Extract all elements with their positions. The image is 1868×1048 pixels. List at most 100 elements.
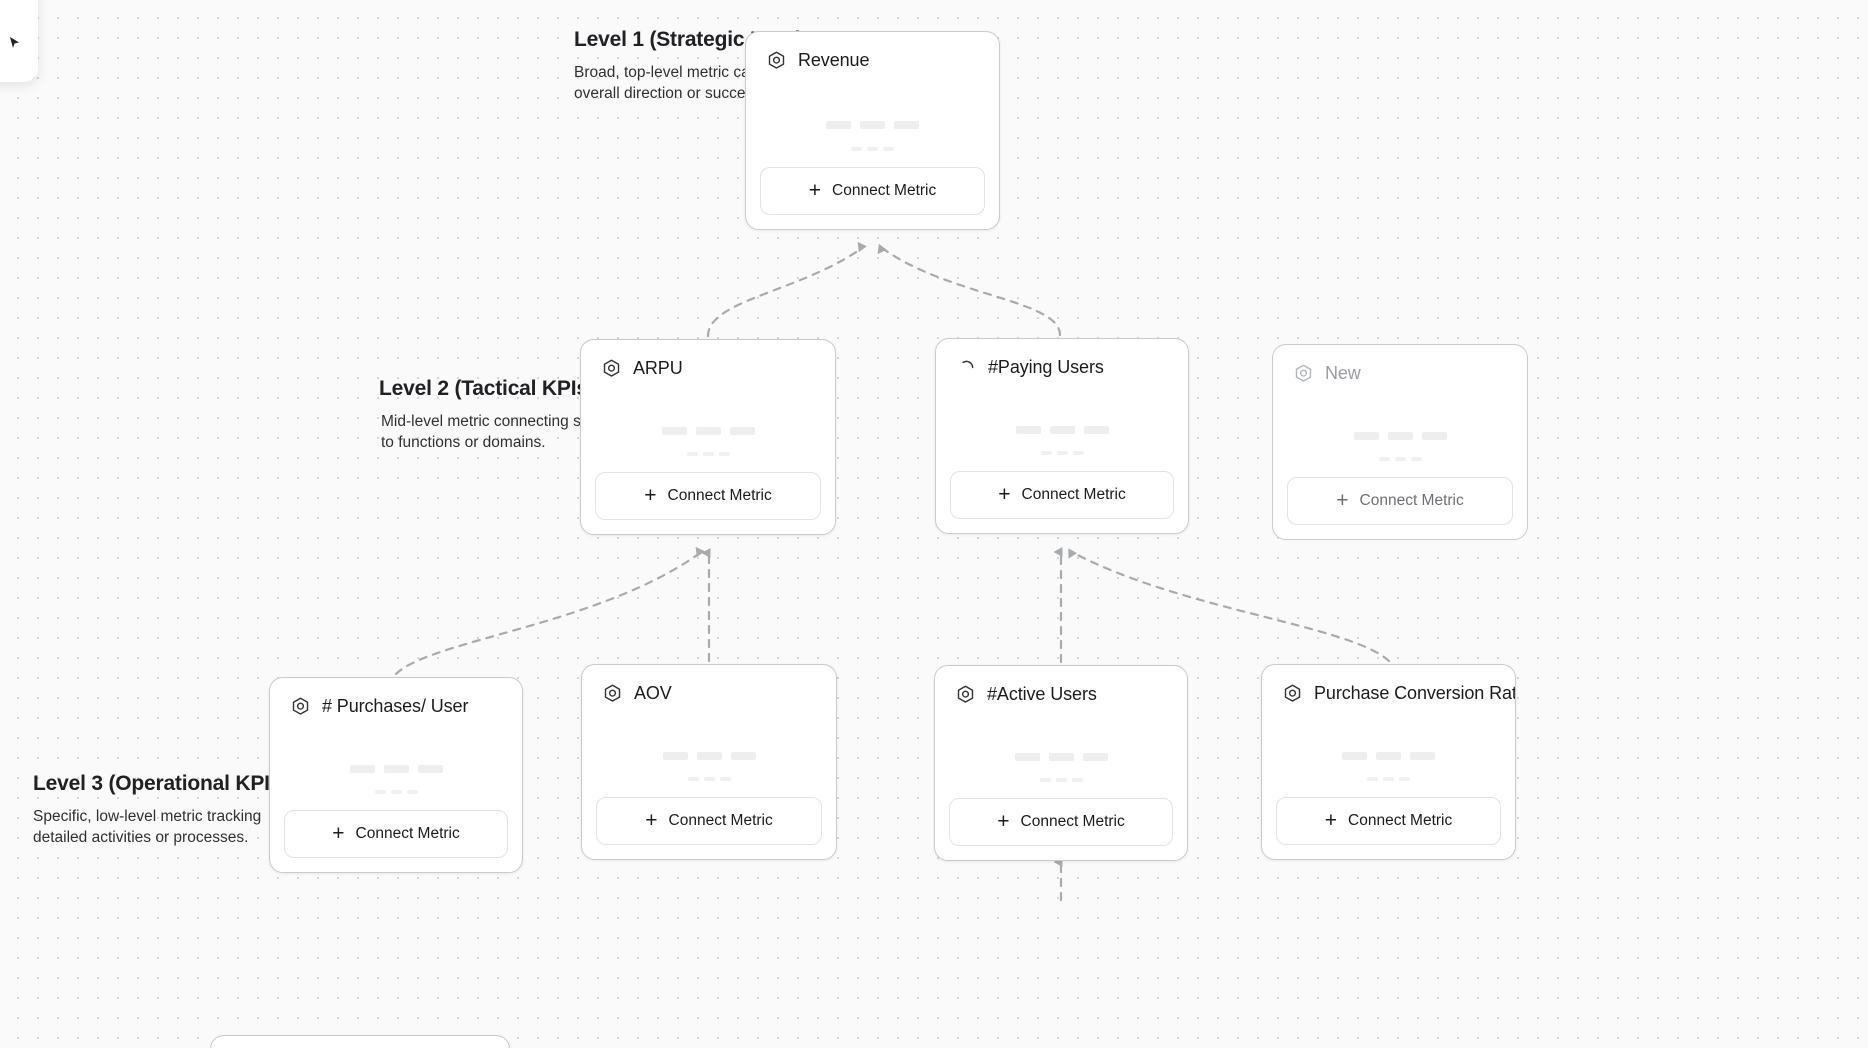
- hexagon-metric-icon: [957, 685, 974, 703]
- metric-card-purchases-per-user[interactable]: # Purchases/ User + Connect Metric: [269, 677, 523, 873]
- card-title: AOV: [634, 683, 672, 703]
- connect-metric-button[interactable]: + Connect Metric: [596, 797, 822, 845]
- metric-card-active-users[interactable]: #Active Users + Connect Metric: [934, 665, 1188, 861]
- skeleton-bar: [1048, 753, 1074, 762]
- card-placeholder-body: [581, 379, 835, 472]
- skeleton-bar: [1055, 778, 1067, 783]
- connect-metric-label: Connect Metric: [832, 182, 937, 199]
- skeleton-bar: [826, 120, 851, 129]
- edge-pcr-to-paying: [1068, 548, 1391, 663]
- skeleton-bar: [860, 120, 885, 129]
- connect-metric-button[interactable]: + Connect Metric: [1276, 797, 1501, 845]
- connect-metric-button[interactable]: + Connect Metric: [760, 167, 985, 215]
- skeleton-row-secondary: [936, 451, 1188, 456]
- hexagon-metric-icon: [1284, 684, 1301, 702]
- skeleton-bar: [1072, 451, 1084, 456]
- plus-icon: +: [332, 821, 345, 845]
- skeleton-bar: [349, 765, 375, 774]
- plus-icon: +: [1324, 808, 1338, 832]
- spinner-loading-icon: [962, 360, 974, 369]
- card-header: #Paying Users: [936, 339, 1188, 378]
- plus-icon: +: [808, 178, 822, 202]
- card-title: # Purchases/ User: [322, 696, 469, 716]
- skeleton-bar: [730, 752, 756, 761]
- level-3-description: Specific, low-level metric tracking deta…: [33, 808, 262, 847]
- skeleton-bar: [1049, 426, 1075, 435]
- connect-metric-button[interactable]: + Connect Metric: [595, 472, 821, 520]
- card-placeholder-body: [582, 704, 836, 797]
- skeleton-bar: [1421, 432, 1447, 441]
- card-placeholder-body: [270, 717, 522, 810]
- plus-icon: +: [998, 482, 1011, 506]
- skeleton-bar: [1353, 432, 1379, 441]
- connect-metric-label: Connect Metric: [355, 825, 460, 842]
- skeleton-bar: [696, 752, 722, 761]
- skeleton-bar: [718, 452, 730, 457]
- card-placeholder-body: [935, 705, 1187, 798]
- connect-metric-button[interactable]: + Connect Metric: [949, 798, 1173, 846]
- connect-metric-button[interactable]: + Connect Metric: [284, 810, 508, 858]
- metric-card-revenue[interactable]: Revenue + Connect Metric: [745, 31, 1000, 230]
- skeleton-bar: [406, 790, 418, 795]
- skeleton-bar: [686, 452, 698, 457]
- skeleton-bar: [695, 427, 721, 436]
- metric-card-new[interactable]: New + Connect Metric: [1272, 344, 1528, 540]
- skeleton-bar: [1394, 457, 1406, 462]
- card-header: ARPU: [581, 340, 835, 379]
- skeleton-bar: [729, 427, 755, 436]
- connect-metric-button[interactable]: + Connect Metric: [950, 471, 1174, 519]
- skeleton-bar: [851, 146, 862, 151]
- skeleton-bar: [1056, 451, 1068, 456]
- card-title: New: [1325, 363, 1361, 383]
- skeleton-bar: [703, 777, 715, 782]
- skeleton-row-primary: [936, 426, 1188, 435]
- skeleton-row-primary: [581, 427, 835, 436]
- skeleton-row-primary: [582, 752, 836, 761]
- level-1-description: Broad, top-level metric capturing overal…: [574, 64, 798, 103]
- level-3-title: Level 3 (Operational KPIs): [33, 772, 289, 795]
- card-placeholder-body: [1273, 384, 1527, 477]
- edge-purchases-to-arpu: [394, 546, 705, 676]
- skeleton-row-primary: [935, 753, 1187, 762]
- metric-card-purchase-conversion-rate[interactable]: Purchase Conversion Rate + Connect Metri…: [1261, 664, 1516, 860]
- skeleton-bar: [1040, 451, 1052, 456]
- metric-card-aov[interactable]: AOV + Connect Metric: [581, 664, 837, 860]
- plus-icon: +: [997, 809, 1010, 833]
- skeleton-bar: [1342, 752, 1367, 761]
- skeleton-bar: [1015, 426, 1041, 435]
- card-title: Purchase Conversion Rate: [1314, 683, 1516, 703]
- skeleton-bar: [661, 427, 687, 436]
- skeleton-bar: [719, 777, 731, 782]
- skeleton-row-primary: [270, 765, 522, 774]
- card-header: #Active Users: [935, 666, 1187, 705]
- skeleton-bar: [1367, 777, 1378, 782]
- skeleton-row-secondary: [935, 778, 1187, 783]
- hexagon-metric-icon: [1295, 364, 1312, 382]
- skeleton-bar: [390, 790, 402, 795]
- metric-card-offscreen-bottom[interactable]: [210, 1035, 510, 1048]
- plus-icon: +: [645, 808, 658, 832]
- skeleton-row-secondary: [1273, 457, 1527, 462]
- card-header: Revenue: [746, 32, 999, 71]
- skeleton-bar: [417, 765, 443, 774]
- hexagon-metric-icon: [768, 51, 785, 69]
- skeleton-bar: [1410, 457, 1422, 462]
- connect-metric-button[interactable]: + Connect Metric: [1287, 477, 1513, 525]
- card-title: #Paying Users: [988, 357, 1104, 377]
- edge-arpu-to-revenue: [706, 241, 867, 338]
- metric-card-paying-users[interactable]: #Paying Users + Connect Metric: [935, 338, 1189, 534]
- card-title: #Active Users: [987, 684, 1097, 704]
- skeleton-bar: [894, 120, 919, 129]
- floating-toolbar-panel[interactable]: [0, 0, 38, 82]
- card-placeholder-body: [936, 378, 1188, 471]
- plus-icon: +: [1336, 488, 1349, 512]
- skeleton-bar: [883, 146, 894, 151]
- card-placeholder-body: [746, 71, 999, 167]
- card-title: ARPU: [633, 358, 683, 378]
- skeleton-bar: [1014, 753, 1040, 762]
- metric-card-arpu[interactable]: ARPU + Connect Metric: [580, 339, 836, 535]
- hexagon-metric-icon: [292, 697, 309, 715]
- level-3-label-block: Level 3 (Operational KPIs) Specific, low…: [33, 772, 288, 849]
- skeleton-bar: [1376, 752, 1401, 761]
